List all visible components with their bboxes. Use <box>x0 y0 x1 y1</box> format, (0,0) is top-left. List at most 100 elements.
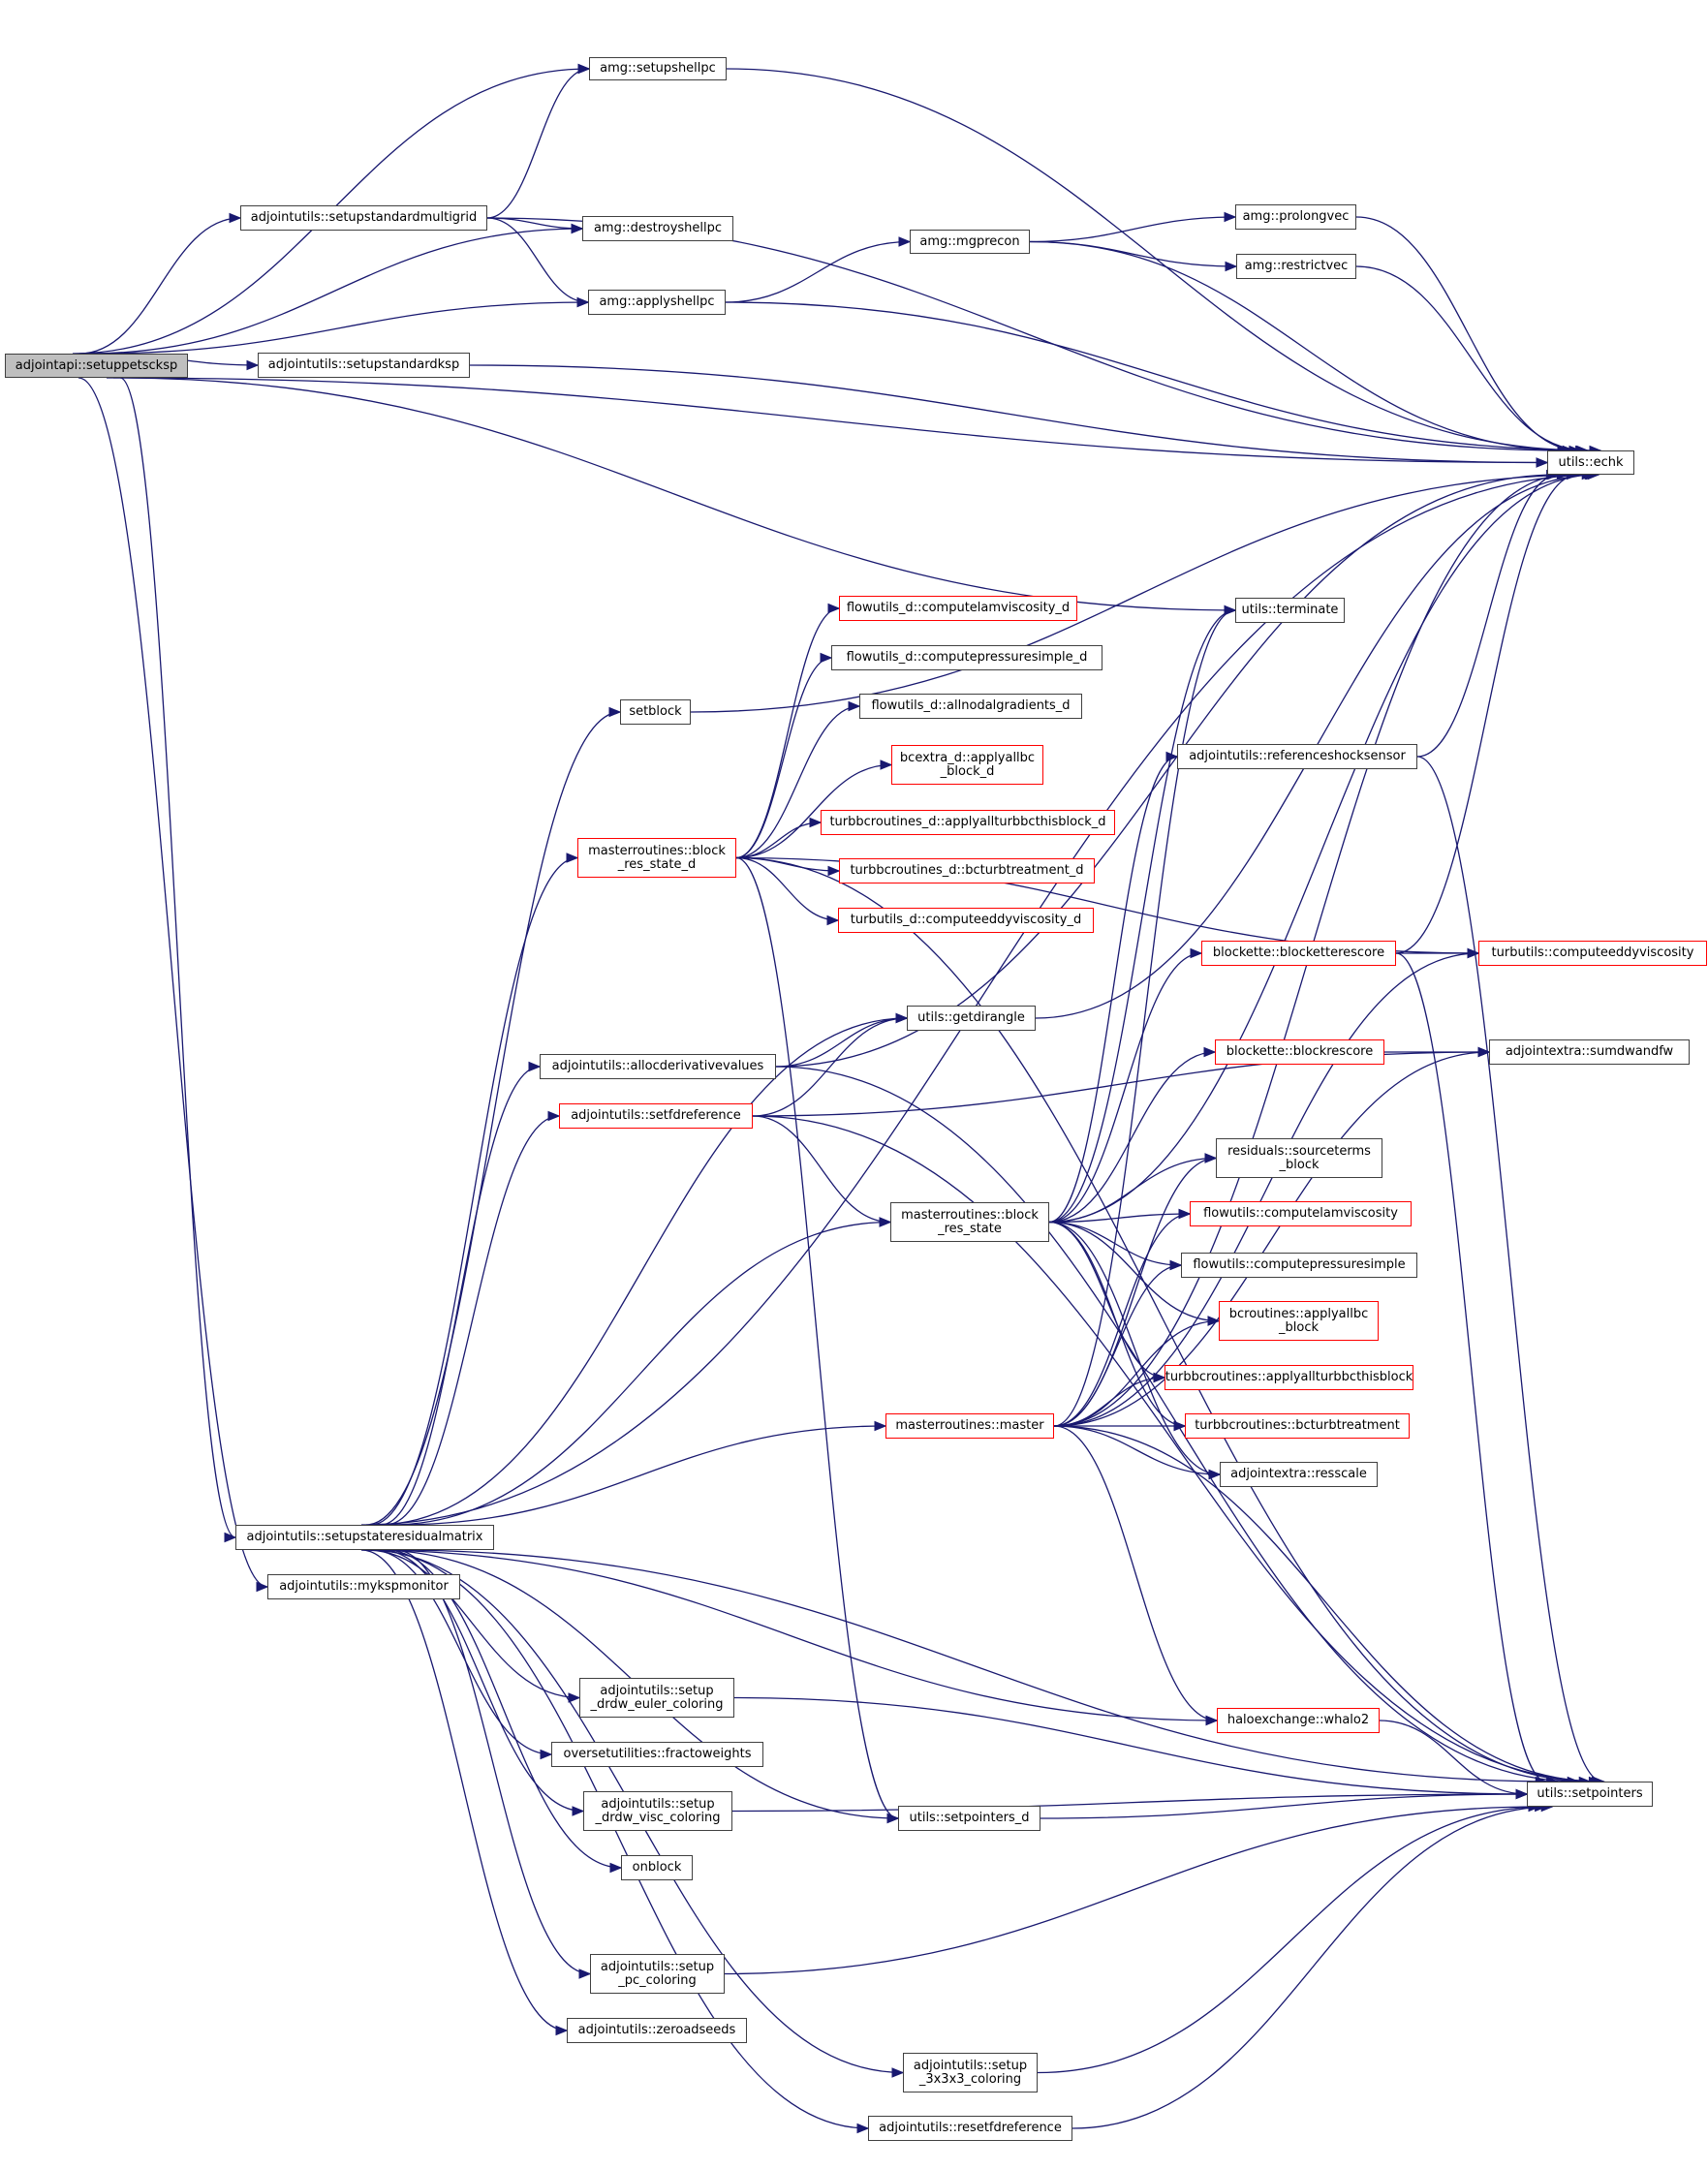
node-col333[interactable]: adjointutils::setup _3x3x3_coloring <box>903 2053 1038 2092</box>
node-master[interactable]: masterroutines::master <box>885 1413 1054 1439</box>
node-setpointers[interactable]: utils::setpointers <box>1527 1782 1653 1807</box>
node-pressure-d[interactable]: flowutils_d::computepressuresimple_d <box>831 645 1102 670</box>
arrowhead-icon <box>540 1749 553 1760</box>
edge-setblock-to-echk <box>690 474 1594 713</box>
node-blockrescore[interactable]: blockette::blockrescore <box>1215 1039 1384 1065</box>
node-onblock[interactable]: onblock <box>621 1855 693 1880</box>
edge-euler_col-to-setpointers <box>733 1696 1528 1795</box>
node-zeroad[interactable]: adjointutils::zeroadseeds <box>567 2018 747 2043</box>
node-allocderiv[interactable]: adjointutils::allocderivativevalues <box>540 1054 776 1079</box>
node-blocketterescore[interactable]: blockette::blocketterescore <box>1201 941 1396 966</box>
node-nodalgrad-d[interactable]: flowutils_d::allnodalgradients_d <box>859 694 1082 719</box>
edge-root-to-monitor <box>78 377 268 1588</box>
node-lamvisc-d[interactable]: flowutils_d::computelamviscosity_d <box>839 596 1077 621</box>
edge-brs-to-shocksensor <box>1048 756 1178 1224</box>
arrowhead-icon <box>229 212 242 224</box>
edge-brs-to-lamvisc <box>1048 1213 1191 1224</box>
arrowhead-icon <box>1536 457 1549 468</box>
node-brs-d[interactable]: masterroutines::block _res_state_d <box>577 838 736 878</box>
edge-statemat-to-visc_col <box>380 1549 584 1813</box>
arrowhead-icon <box>827 865 841 877</box>
node-fractow[interactable]: oversetutilities::fractoweights <box>551 1742 763 1767</box>
arrowhead-icon <box>895 1012 909 1024</box>
node-bcturb-d[interactable]: turbbcroutines_d::bcturbtreatment_d <box>839 858 1095 884</box>
edge-shocksensor-to-echk <box>1416 474 1559 758</box>
edge-statemat-to-setpointers <box>389 1549 1558 1782</box>
node-whalo2[interactable]: haloexchange::whalo2 <box>1217 1708 1380 1733</box>
edge-mgprecon-to-echk <box>1029 240 1574 451</box>
edge-applyshellpc-to-echk <box>725 301 1601 451</box>
edge-statemat-to-echk <box>360 474 1599 1526</box>
edge-mgprecon-to-prolongvec <box>1029 216 1236 243</box>
node-echk[interactable]: utils::echk <box>1547 450 1634 475</box>
node-lamvisc[interactable]: flowutils::computelamviscosity <box>1190 1201 1412 1226</box>
node-turbbc-this[interactable]: turbbcroutines::applyallturbbcthisblock <box>1165 1365 1413 1390</box>
edge-root-to-terminate <box>112 377 1236 611</box>
edge-statemat-to-whalo2 <box>360 1549 1218 1721</box>
arrowhead-icon <box>856 2123 870 2134</box>
node-root[interactable]: adjointapi::setuppetscksp <box>5 354 188 378</box>
edge-col333-to-setpointers <box>1037 1806 1546 2074</box>
node-setfdref[interactable]: adjointutils::setfdreference <box>559 1103 753 1129</box>
node-brs[interactable]: masterroutines::block _res_state <box>890 1202 1049 1242</box>
arrowhead-icon <box>826 914 840 926</box>
edge-statemat-to-setfdref <box>385 1115 560 1526</box>
edge-root-to-applyshellpc <box>92 301 589 355</box>
arrowhead-icon <box>1225 261 1238 272</box>
edge-brs-to-resscale <box>1048 1221 1221 1475</box>
arrowhead-icon <box>571 223 584 234</box>
arrowhead-icon <box>1477 1046 1491 1058</box>
node-shocksensor[interactable]: adjointutils::referenceshocksensor <box>1177 744 1417 769</box>
arrowhead-icon <box>547 1110 561 1122</box>
edge-brs_d-to-nodalgrad_d <box>735 705 860 859</box>
node-resscale[interactable]: adjointextra::resscale <box>1220 1462 1378 1487</box>
node-resetfd[interactable]: adjointutils::resetfdreference <box>868 2116 1072 2141</box>
node-pressure[interactable]: flowutils::computepressuresimple <box>1181 1253 1417 1278</box>
edge-statemat-to-allocderiv <box>380 1066 541 1526</box>
arrowhead-icon <box>246 359 260 371</box>
node-getdirangle[interactable]: utils::getdirangle <box>907 1006 1036 1031</box>
node-eddy[interactable]: turbutils::computeeddyviscosity <box>1478 941 1707 966</box>
edge-multigrid-to-setupshellpc <box>486 68 590 219</box>
node-applyallbc[interactable]: bcroutines::applyallbc _block <box>1219 1301 1379 1341</box>
arrowhead-icon <box>224 1532 237 1543</box>
node-terminate[interactable]: utils::terminate <box>1235 598 1345 623</box>
node-eddy-d[interactable]: turbutils_d::computeeddyviscosity_d <box>838 908 1094 933</box>
node-prolongvec[interactable]: amg::prolongvec <box>1235 204 1356 230</box>
node-mgprecon[interactable]: amg::mgprecon <box>910 230 1030 254</box>
edge-brs-to-echk <box>1048 474 1597 1224</box>
arrowhead-icon <box>898 236 912 247</box>
edge-root-to-multigrid <box>78 217 241 355</box>
arrowhead-icon <box>891 2067 905 2078</box>
node-sourceterms[interactable]: residuals::sourceterms _block <box>1216 1138 1382 1178</box>
node-restrictvec[interactable]: amg::restrictvec <box>1236 254 1356 279</box>
edge-setfdref-to-setpointers <box>752 1115 1604 1782</box>
node-statemat[interactable]: adjointutils::setupstateresidualmatrix <box>235 1525 494 1550</box>
node-applyshellpc[interactable]: amg::applyshellpc <box>588 290 726 315</box>
edge-brs_d-to-turbbc_this_d <box>735 822 822 859</box>
node-turbbc-this-d[interactable]: turbbcroutines_d::applyallturbbcthisbloc… <box>821 810 1115 835</box>
node-destroyshellpc[interactable]: amg::destroyshellpc <box>582 216 733 241</box>
arrowhead-icon <box>1169 1259 1183 1271</box>
edge-brs-to-applyallbc <box>1048 1221 1220 1322</box>
node-multigrid[interactable]: adjointutils::setupstandardmultigrid <box>240 205 487 231</box>
node-bcturb[interactable]: turbbcroutines::bcturbtreatment <box>1185 1413 1410 1439</box>
node-monitor[interactable]: adjointutils::mykspmonitor <box>267 1574 460 1599</box>
node-setpointers-d[interactable]: utils::setpointers_d <box>898 1806 1040 1831</box>
node-applyallbc-d[interactable]: bcextra_d::applyallbc _block_d <box>891 745 1043 785</box>
edge-brs-to-bcturb <box>1048 1221 1186 1427</box>
arrowhead-icon <box>572 1806 585 1816</box>
node-sumdwandfw[interactable]: adjointextra::sumdwandfw <box>1489 1039 1690 1065</box>
edge-ksp-to-echk <box>469 364 1548 464</box>
edge-brs-to-terminate <box>1048 609 1236 1224</box>
edge-brs-to-blocketterescore <box>1048 952 1202 1224</box>
node-setupshellpc[interactable]: amg::setupshellpc <box>589 57 727 80</box>
node-setblock[interactable]: setblock <box>620 699 691 725</box>
arrowhead-icon <box>827 603 841 614</box>
node-visc-col[interactable]: adjointutils::setup _drdw_visc_coloring <box>583 1791 732 1831</box>
edge-statemat-to-brs <box>389 1221 891 1526</box>
edge-brs_d-to-applyallbc_d <box>735 763 892 859</box>
node-pc-col[interactable]: adjointutils::setup _pc_coloring <box>590 1954 725 1994</box>
node-euler-col[interactable]: adjointutils::setup _drdw_euler_coloring <box>579 1678 734 1718</box>
node-ksp[interactable]: adjointutils::setupstandardksp <box>258 353 470 378</box>
